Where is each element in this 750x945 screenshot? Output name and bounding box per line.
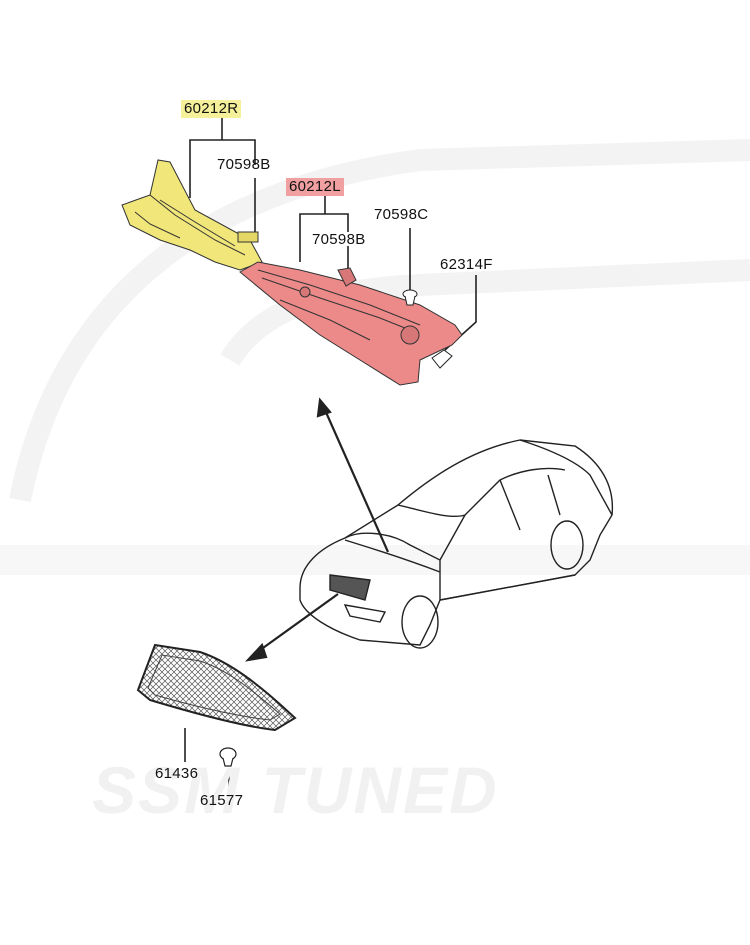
label-62314F: 62314F: [440, 256, 493, 273]
cowl-part-right: [121, 159, 263, 271]
clip-70598C: [402, 289, 418, 306]
label-61436: 61436: [155, 765, 199, 782]
watermark-logo: SSM TUNED: [92, 753, 499, 827]
label-70598C: 70598C: [374, 206, 429, 223]
cowl-part-left: [239, 261, 463, 386]
label-60212R: 60212R: [181, 100, 242, 118]
leader-lines-bottom: [184, 728, 230, 790]
label-61577: 61577: [200, 792, 244, 809]
car-outline: [299, 439, 614, 649]
label-70598B-mid: 70598B: [312, 231, 366, 248]
leader-lines-60212R: [189, 118, 256, 232]
arrows: [244, 397, 390, 662]
label-70598B-top: 70598B: [217, 156, 271, 173]
clip-61577: [219, 747, 237, 767]
grille-61436: [136, 643, 297, 732]
seal-62314F: [431, 349, 453, 369]
label-60212L: 60212L: [286, 178, 344, 196]
